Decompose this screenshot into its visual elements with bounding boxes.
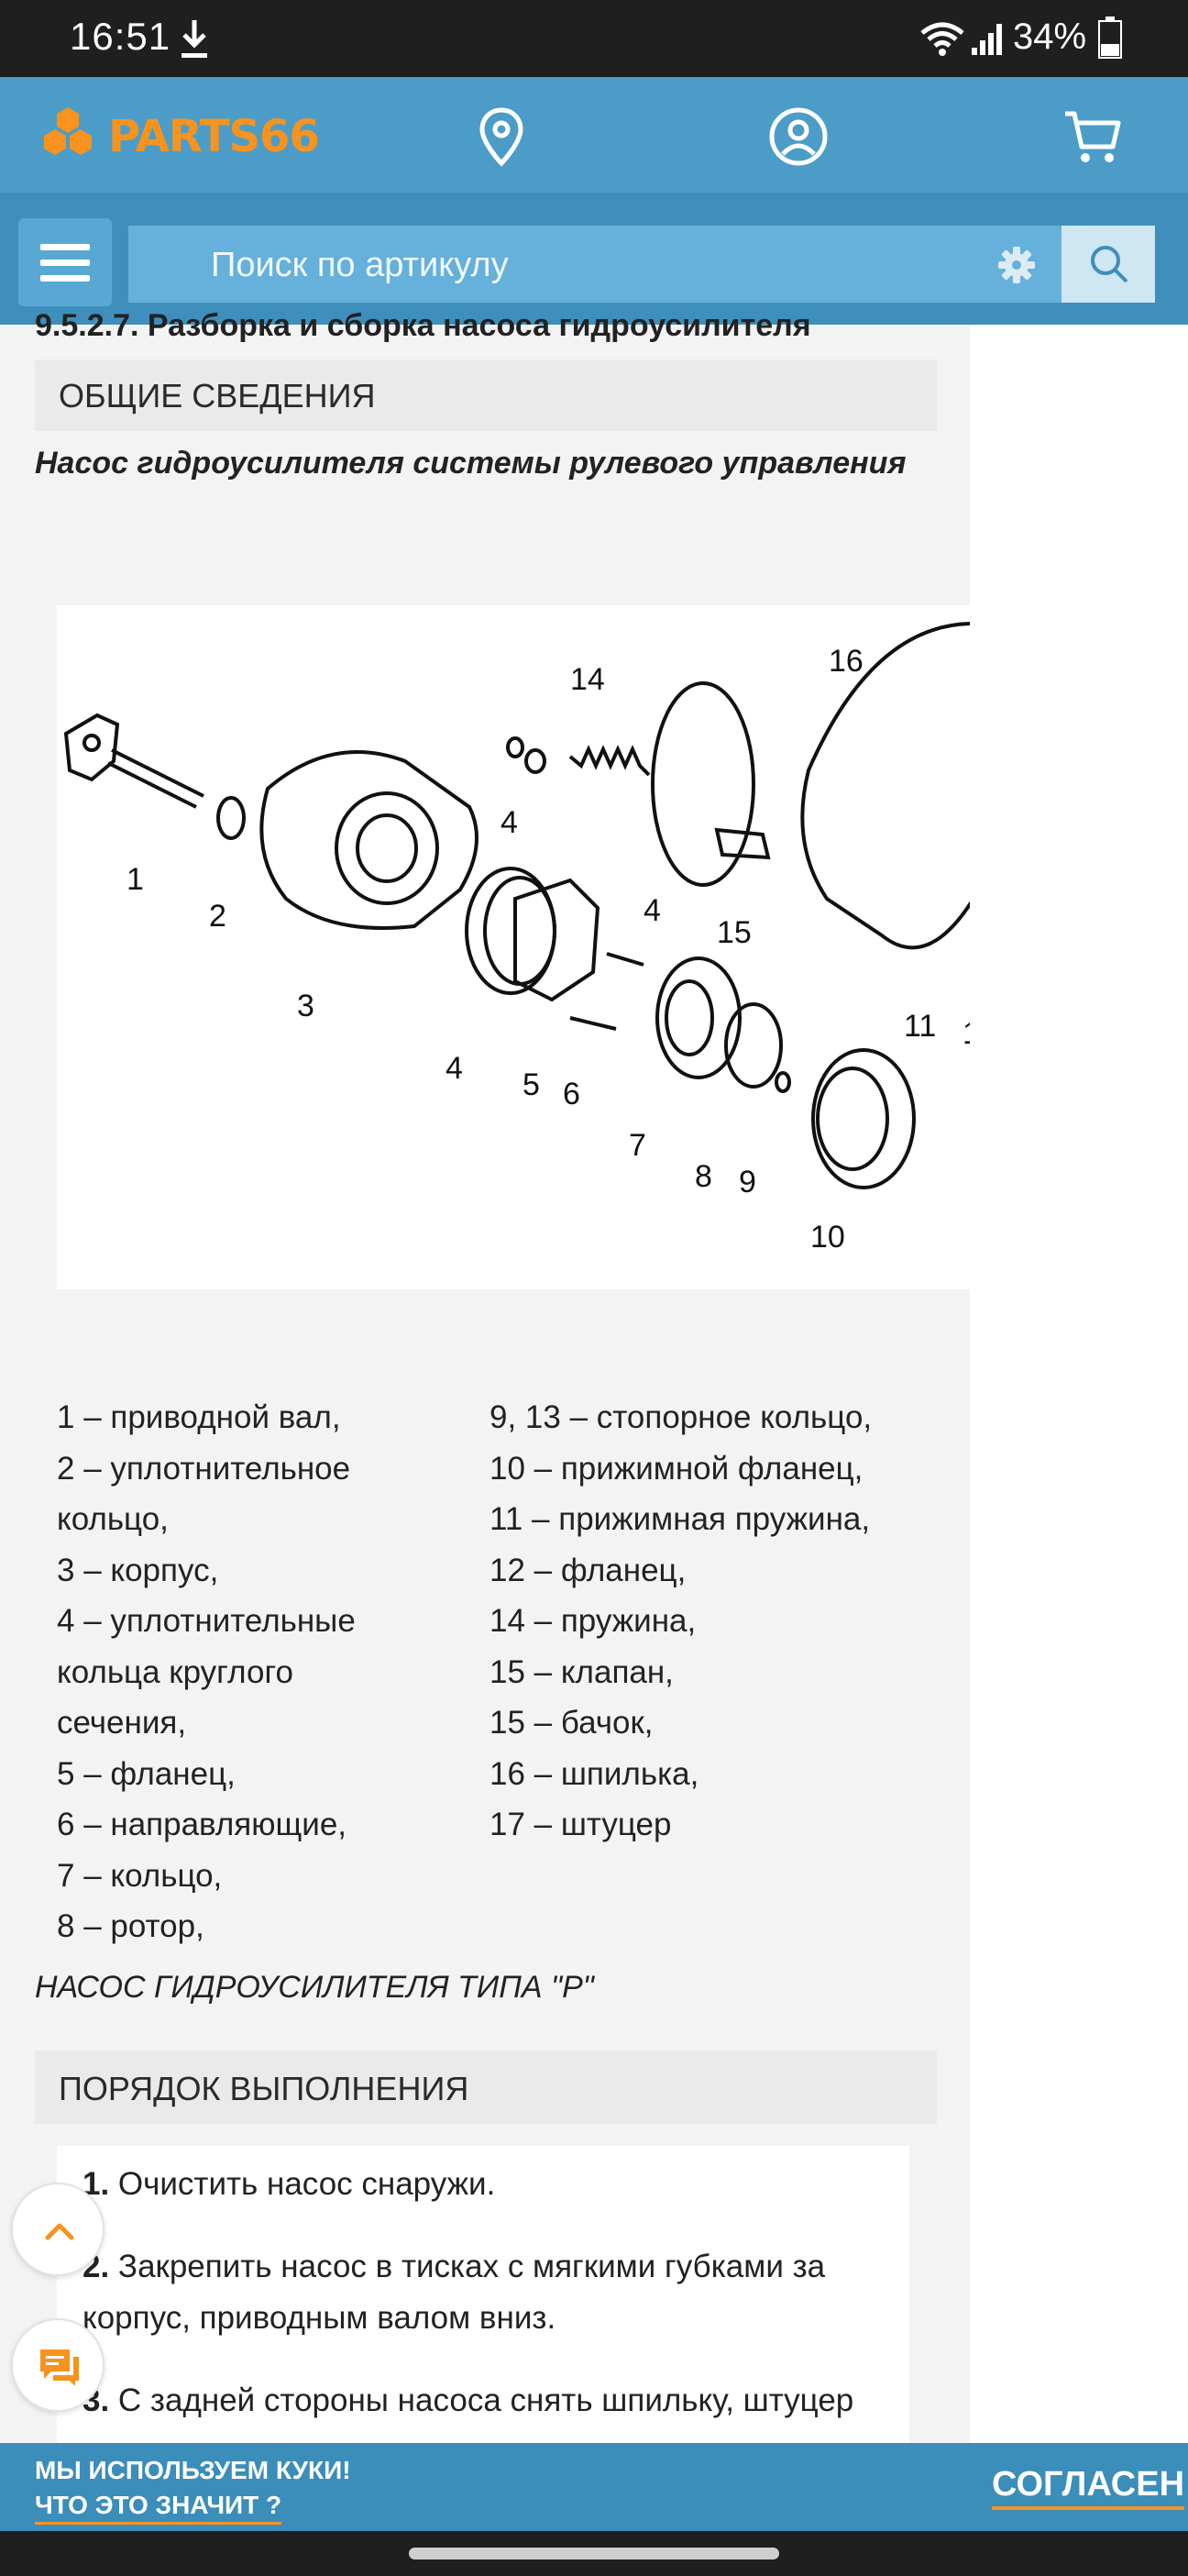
search-icon <box>1091 246 1128 283</box>
legend-item: 5 – фланец, <box>57 1755 236 1792</box>
legend-item: 15 – клапан, <box>490 1653 674 1690</box>
chat-icon <box>40 2349 79 2386</box>
pump-exploded-diagram: 1 2 3 4 4 4 5 6 7 8 9 10 11 12 13 14 15 … <box>57 605 1114 1289</box>
procedure-steps: 1. Очистить насос снаружи. 2. Закрепить … <box>57 2146 909 2449</box>
logo-text: PARTS66 <box>108 111 320 162</box>
diagram-label: 9 <box>739 1165 756 1200</box>
section-procedure: ПОРЯДОК ВЫПОЛНЕНИЯ <box>35 2051 937 2124</box>
cart-icon[interactable] <box>1062 105 1126 169</box>
legend-item: 14 – пружина, <box>490 1603 697 1639</box>
section-general-info: ОБЩИЕ СВЕДЕНИЯ <box>35 359 937 431</box>
battery-percent: 34% <box>1013 17 1087 57</box>
pump-diagram-svg: 1 2 3 4 4 4 5 6 7 8 9 10 11 12 13 14 15 … <box>63 609 1114 1255</box>
status-bar: 16:51 34% <box>0 0 1188 77</box>
diagram-label: 16 <box>829 644 864 679</box>
search-input[interactable]: Поиск по артикулу <box>128 226 1062 303</box>
legend-item: 9, 13 – стопорное кольцо, <box>490 1399 873 1435</box>
diagram-label: 6 <box>563 1077 580 1111</box>
legend-item: кольца круглого <box>57 1653 293 1690</box>
cookie-banner: МЫ ИСПОЛЬЗУЕМ КУКИ! ЧТО ЭТО ЗНАЧИТ ? СОГ… <box>0 2443 1188 2531</box>
battery-icon <box>1098 17 1122 59</box>
legend-item: 12 – фланец, <box>490 1552 687 1588</box>
search-bar: Поиск по артикулу <box>0 193 1188 325</box>
search-button[interactable] <box>1062 226 1155 303</box>
legend-item: 2 – уплотнительное <box>57 1450 351 1487</box>
menu-button[interactable] <box>18 218 112 306</box>
legend-item: 10 – прижимной фланец, <box>490 1450 864 1487</box>
legend-item: 11 – прижимная пружина, <box>490 1501 871 1537</box>
legend-item: сечения, <box>57 1705 187 1741</box>
step-text: С задней стороны насоса снять шпильку, ш… <box>109 2383 854 2418</box>
legend-item: 3 – корпус, <box>57 1552 219 1588</box>
diagram-label: 12 <box>962 1016 970 1051</box>
legend-item: 1 – приводной вал, <box>57 1399 341 1435</box>
step-item: 1. Очистить насос снаружи. <box>82 2159 889 2210</box>
diagram-label: 14 <box>570 662 605 697</box>
home-gesture-handle[interactable] <box>409 2548 779 2559</box>
status-time: 16:51 <box>70 15 171 58</box>
diagram-caption: НАСОС ГИДРОУСИЛИТЕЛЯ ТИПА "P" <box>35 1970 594 2005</box>
diagram-label: 11 <box>904 1009 936 1044</box>
cookie-message: МЫ ИСПОЛЬЗУЕМ КУКИ! <box>35 2456 351 2484</box>
system-nav-bar <box>0 2531 1188 2576</box>
legend-item: 7 – кольцо, <box>57 1857 223 1894</box>
diagram-label: 5 <box>522 1067 540 1102</box>
diagram-label: 8 <box>695 1159 712 1194</box>
step-item: 3. С задней стороны насоса снять шпильку… <box>82 2375 889 2427</box>
legend-item: 8 – ротор, <box>57 1908 204 1944</box>
search-placeholder: Поиск по артикулу <box>211 246 509 284</box>
wifi-icon <box>920 22 964 56</box>
cookie-info-link[interactable]: ЧТО ЭТО ЗНАЧИТ ? <box>35 2491 282 2525</box>
page-title: 9.5.2.7. Разборка и сборка насоса гидроу… <box>35 308 811 343</box>
legend-left: 1 – приводной вал, 2 – уплотнительное ко… <box>57 1392 460 1952</box>
legend-item: 15 – бачок, <box>490 1705 654 1741</box>
diagram-label: 4 <box>500 805 518 840</box>
logo-icon <box>44 107 92 155</box>
settings-gear-icon[interactable] <box>997 246 1036 284</box>
diagram-label: 4 <box>446 1051 463 1086</box>
location-pin-icon[interactable] <box>469 105 534 169</box>
site-header: PARTS66 <box>0 77 1188 193</box>
diagram-label: 2 <box>209 899 226 934</box>
diagram-label: 1 <box>126 862 144 897</box>
diagram-label: 4 <box>644 893 661 928</box>
menu-icon-line <box>40 260 90 266</box>
legend-item: 16 – шпилька, <box>490 1755 699 1792</box>
site-logo[interactable]: PARTS66 <box>35 105 320 169</box>
chat-button[interactable] <box>11 2318 104 2412</box>
diagram-label: 15 <box>717 915 752 950</box>
cookie-agree-button[interactable]: СОГЛАСЕН <box>992 2465 1185 2510</box>
legend-item: 6 – направляющие, <box>57 1807 347 1842</box>
step-text: Закрепить насос в тисках с мягкими губка… <box>82 2249 826 2336</box>
download-icon <box>182 20 207 58</box>
legend-right: 9, 13 – стопорное кольцо, 10 – прижимной… <box>490 1392 966 1851</box>
scroll-up-icon <box>45 2223 74 2240</box>
diagram-label: 3 <box>297 989 314 1023</box>
legend-item: кольцо, <box>57 1501 169 1537</box>
diagram-label: 10 <box>810 1220 845 1255</box>
step-text: Очистить насос снаружи. <box>109 2166 496 2202</box>
step-item: 2. Закрепить насос в тисках с мягкими гу… <box>82 2241 889 2344</box>
menu-icon-line <box>40 275 90 282</box>
legend-item: 17 – штуцер <box>490 1807 672 1842</box>
signal-icon <box>972 24 1002 55</box>
menu-icon <box>40 244 90 250</box>
article-subtitle: Насос гидроусилителя системы рулевого уп… <box>35 446 907 481</box>
diagram-label: 7 <box>629 1128 646 1163</box>
legend-item: 4 – уплотнительные <box>57 1603 356 1639</box>
scroll-up-button[interactable] <box>11 2183 104 2276</box>
user-icon[interactable] <box>766 105 830 169</box>
